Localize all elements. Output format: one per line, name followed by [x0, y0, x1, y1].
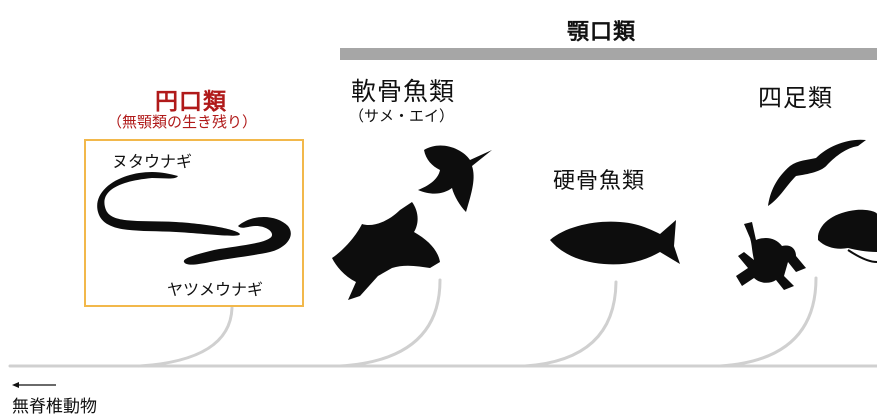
branch-chondrichthyes	[338, 278, 442, 368]
frog-silhouette	[736, 222, 806, 290]
gnathostomes-bracket-bar	[340, 48, 877, 60]
gnathostomes-title: 顎口類	[567, 20, 637, 45]
left-arrow-icon	[12, 382, 56, 388]
tree-branches	[8, 276, 877, 368]
cyclostomes-title: 円口類	[155, 89, 227, 115]
rodent-silhouette	[818, 209, 877, 252]
branch-cyclostomes	[138, 306, 234, 368]
cyclostomes-box	[84, 139, 304, 307]
chondrichthyes-title: 軟骨魚類	[351, 77, 456, 106]
lamprey-label: ヤツメウナギ	[167, 280, 264, 299]
lamprey-silhouette	[183, 217, 291, 265]
cyclostomes-subtitle: （無顎類の生き残り）	[107, 113, 258, 131]
tetrapods-title: 四足類	[758, 84, 833, 112]
invertebrates-label: 無脊椎動物	[12, 397, 97, 417]
hagfish-silhouette	[97, 172, 241, 236]
rodent-tail	[847, 249, 877, 263]
osteichthyes-title: 硬骨魚類	[553, 169, 646, 194]
silhouettes	[97, 139, 877, 300]
hagfish-label: ヌタウナギ	[112, 152, 193, 171]
branch-osteichthyes	[523, 280, 618, 368]
bird-silhouette	[768, 139, 866, 206]
bony-fish-silhouette	[550, 220, 680, 265]
ray-silhouette	[418, 145, 492, 212]
branch-tetrapods	[718, 276, 818, 368]
chondrichthyes-subtitle: （サメ・エイ）	[349, 107, 455, 125]
shark-silhouette	[332, 202, 440, 300]
